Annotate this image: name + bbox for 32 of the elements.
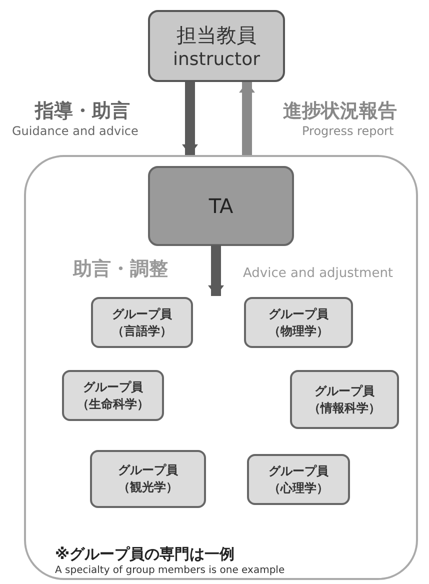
edge-caption: Advice and adjustment bbox=[243, 266, 394, 281]
role-box bbox=[148, 166, 294, 246]
arrow bbox=[182, 82, 198, 155]
edge-caption: Progress report bbox=[302, 124, 394, 138]
member-box bbox=[90, 450, 206, 508]
node-title: TA bbox=[208, 194, 234, 218]
role-box bbox=[148, 10, 285, 82]
node-title: 担当教員 bbox=[176, 22, 256, 49]
node-title: グループ員 bbox=[268, 306, 328, 322]
node-title: グループ員 bbox=[83, 378, 143, 396]
node-title: グループ員 bbox=[118, 462, 178, 479]
member-box bbox=[290, 370, 399, 429]
node-subtitle: （心理学） bbox=[268, 480, 328, 496]
node-title: グループ員 bbox=[112, 306, 172, 322]
group-container bbox=[24, 155, 418, 580]
member-box bbox=[244, 297, 353, 348]
note-text: ※グループ員の専門は一例 bbox=[55, 545, 235, 564]
node-subtitle: instructor bbox=[172, 49, 260, 70]
node-subtitle: （物理学） bbox=[268, 322, 328, 340]
node-title: グループ員 bbox=[314, 382, 374, 400]
member-box bbox=[62, 370, 164, 421]
member-box bbox=[91, 297, 193, 348]
node-subtitle: （観光学） bbox=[118, 479, 178, 496]
node-subtitle: （生命科学） bbox=[77, 396, 149, 412]
edge-caption: Guidance and advice bbox=[12, 124, 138, 138]
node-subtitle: （情報科学） bbox=[308, 400, 380, 416]
node-title: グループ員 bbox=[268, 462, 328, 480]
note-text: A specialty of group members is one example bbox=[55, 565, 285, 576]
node-subtitle: （言語学） bbox=[112, 322, 172, 340]
arrow bbox=[208, 245, 224, 296]
member-box bbox=[247, 454, 350, 505]
arrow bbox=[239, 82, 255, 155]
